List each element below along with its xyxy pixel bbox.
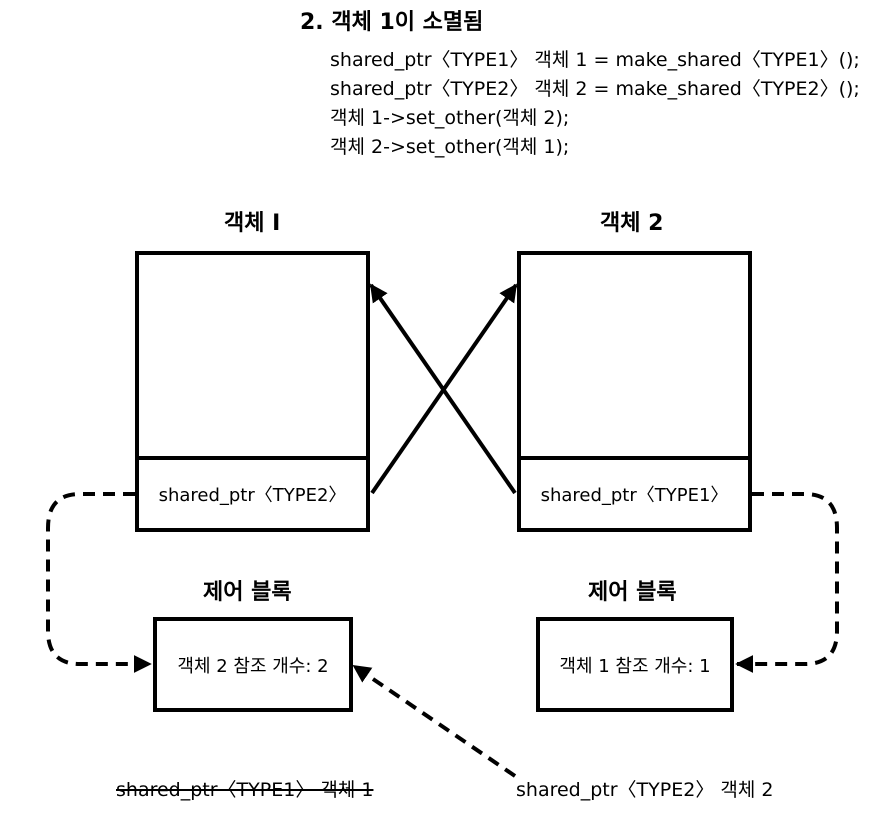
object1-title: 객체 I [224, 211, 281, 236]
object2-member-field: shared_ptr〈TYPE1〉 [521, 456, 748, 528]
pointer-object2-to-object1 [369, 283, 517, 495]
code-line: shared_ptr〈TYPE2〉 객체 2 = make_shared〈TYP… [330, 78, 860, 100]
heading: 2. 객체 1이 소멸됨 [300, 10, 484, 35]
control-block2-refcount: 객체 2 참조 개수: 2 [177, 655, 329, 677]
control-block1-title: 제어 블록 [588, 580, 677, 605]
code-block: shared_ptr〈TYPE1〉 객체 1 = make_shared〈TYP… [330, 46, 860, 162]
dashed-link-object2-to-control-block1 [735, 492, 839, 673]
control-block1-box: 객체 1 참조 개수: 1 [536, 617, 734, 712]
control-block1-refcount: 객체 1 참조 개수: 1 [559, 655, 711, 677]
code-line: 객체 1->set_other(객체 2); [330, 107, 570, 129]
variable2-label: shared_ptr〈TYPE2〉 객체 2 [516, 779, 774, 801]
dashed-link-object1-to-control-block2 [46, 492, 152, 673]
object1-member-field: shared_ptr〈TYPE2〉 [139, 456, 366, 528]
dashed-link-variable2-to-control-block2 [352, 664, 517, 778]
object1-box: shared_ptr〈TYPE2〉 [135, 251, 370, 532]
code-line: 객체 2->set_other(객체 1); [330, 136, 570, 158]
control-block2-title: 제어 블록 [203, 580, 292, 605]
control-block2-box: 객체 2 참조 개수: 2 [153, 617, 353, 712]
code-line: shared_ptr〈TYPE1〉 객체 1 = make_shared〈TYP… [330, 49, 860, 71]
variable1-label-destroyed: shared_ptr〈TYPE1〉 객체 1 [116, 779, 374, 801]
object2-box: shared_ptr〈TYPE1〉 [517, 251, 752, 532]
object2-title: 객체 2 [600, 211, 664, 236]
